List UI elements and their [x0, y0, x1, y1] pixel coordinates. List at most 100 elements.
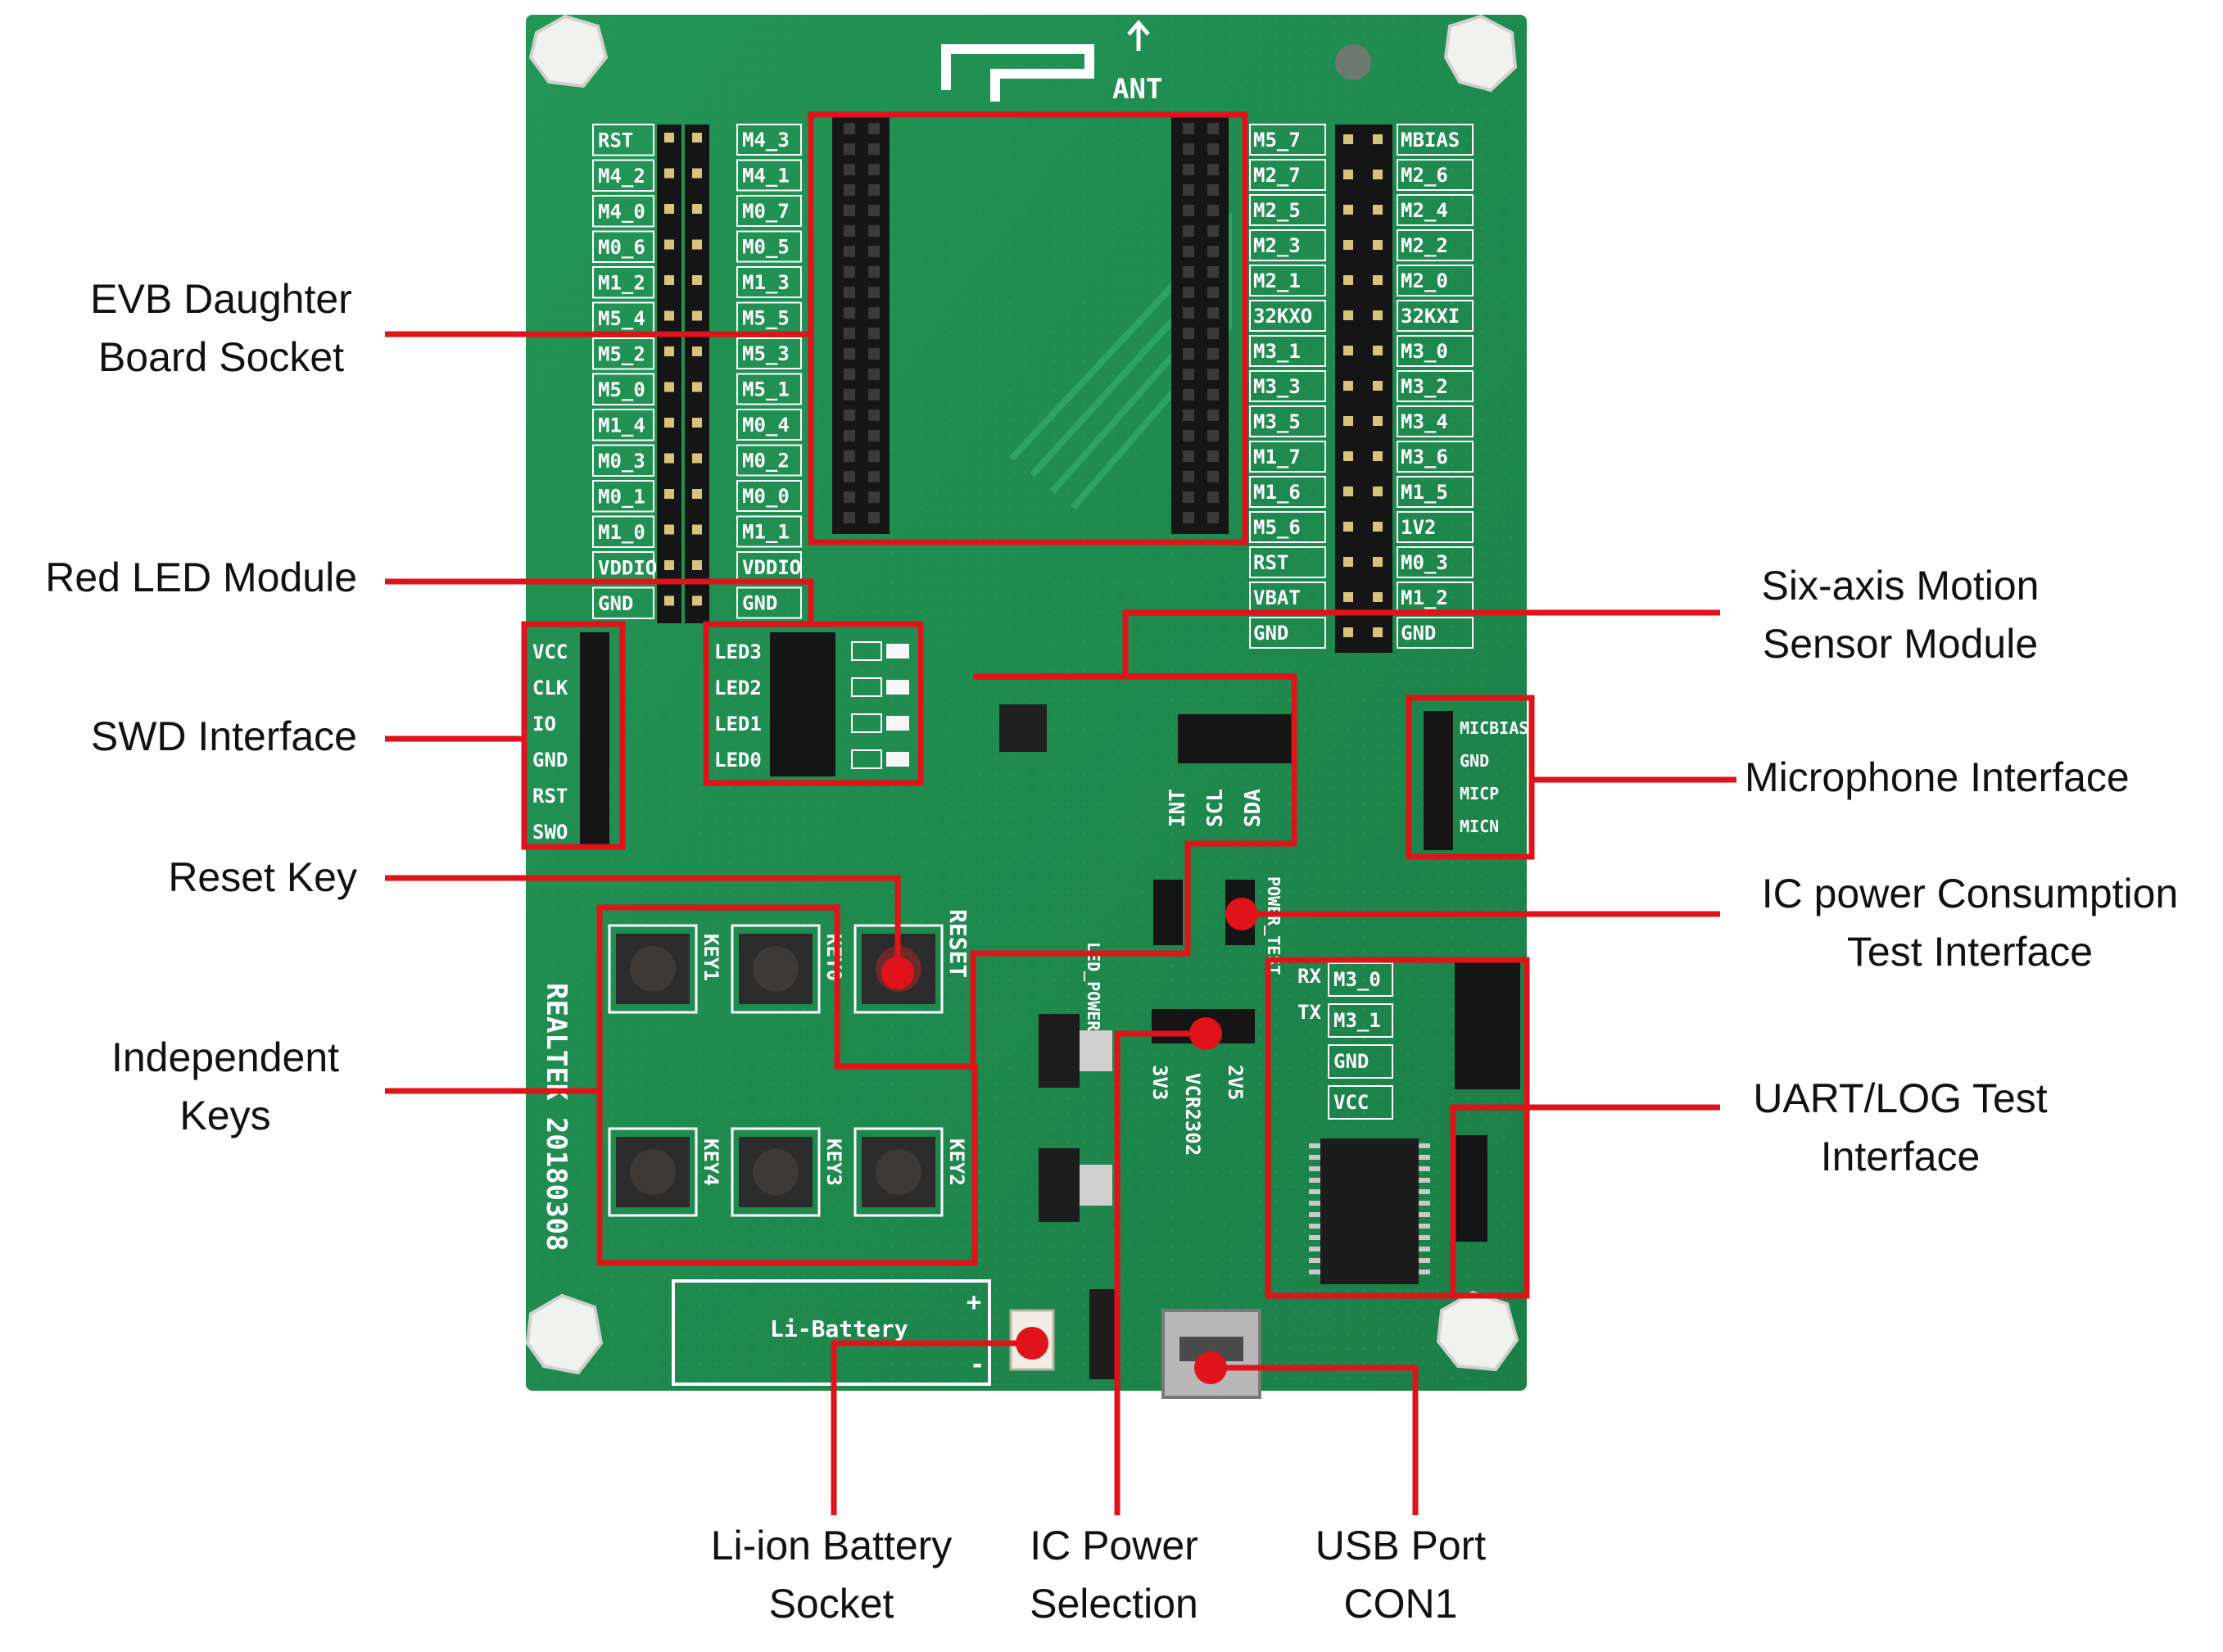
- right-header-b-box: [1397, 405, 1474, 437]
- label-ic-power-selection: IC Power Selection: [991, 1517, 1237, 1633]
- label-line: USB Port: [1315, 1523, 1487, 1568]
- sensor-header: [1178, 714, 1293, 763]
- socket-hole: [1183, 307, 1194, 319]
- battery-leader: [831, 1340, 1032, 1515]
- left-header-a-label: M0_1: [598, 486, 645, 509]
- label-reset-key: Reset Key: [66, 849, 357, 907]
- uart-box: [1265, 957, 1530, 1299]
- socket-hole: [1207, 123, 1219, 134]
- right-header-a-box: [1249, 405, 1326, 437]
- label-red-led-module: Red LED Module: [16, 549, 357, 607]
- antenna-arrow: [1127, 20, 1150, 51]
- socket-hole: [1207, 348, 1219, 360]
- left-header-a-pin: [664, 382, 674, 392]
- standoffs: [525, 14, 1519, 1375]
- socket-hole: [1183, 266, 1194, 278]
- uart-header-2: [1455, 1135, 1487, 1242]
- left-header-b-pin: [692, 168, 702, 179]
- label-line: CON1: [1343, 1581, 1458, 1627]
- right-header-b-box: [1397, 441, 1474, 473]
- socket-hole: [1183, 123, 1194, 134]
- socket-hole: [844, 287, 855, 298]
- sensor-box: [970, 673, 1297, 1066]
- right-header-b-box: [1397, 124, 1474, 156]
- label-line: Selection: [1030, 1581, 1198, 1627]
- right-header-b-label: M2_6: [1401, 164, 1448, 187]
- right-header-a-box: [1249, 124, 1326, 156]
- uart-pin-box: [1328, 1085, 1393, 1120]
- socket-hole: [1207, 328, 1219, 339]
- ldo-2-tab: [1080, 1165, 1112, 1206]
- right-header-a-label: RST: [1253, 551, 1288, 574]
- right-header-pin: [1343, 205, 1353, 215]
- socket-hole: [1207, 471, 1219, 482]
- right-header-b-box: [1397, 617, 1474, 649]
- socket-hole: [868, 389, 880, 401]
- right-header-b-label: M3_2: [1401, 375, 1448, 398]
- left-header-b-label: M5_5: [742, 307, 790, 330]
- left-header-a-box: [592, 124, 654, 156]
- left-header-a-box: [592, 480, 654, 513]
- socket-hole: [844, 410, 855, 421]
- power-select-dot: [1189, 1017, 1222, 1050]
- label-independent-keys: Independent Keys: [74, 1029, 377, 1145]
- uart-ic-pin: [1309, 1155, 1320, 1160]
- socket-hole: [1183, 430, 1194, 441]
- key4-outline: [608, 1127, 698, 1217]
- right-header-a-label: M2_3: [1253, 234, 1301, 257]
- left-header-b-label: GND: [742, 592, 777, 615]
- uart-pin-right-label: M3_1: [1333, 1009, 1381, 1032]
- uart-ic-pin: [1419, 1224, 1430, 1229]
- socket-hole: [1183, 287, 1194, 298]
- left-header-b-label: M4_3: [742, 129, 790, 152]
- socket-hole: [1183, 225, 1194, 237]
- left-header-a-pin: [664, 204, 674, 214]
- right-header-b-label: M0_3: [1401, 551, 1448, 574]
- socket-holes: [844, 123, 1219, 523]
- uart-ic-pin: [1419, 1189, 1430, 1194]
- right-header-a-label: M2_7: [1253, 164, 1301, 187]
- left-header-b-label: M1_1: [742, 521, 790, 544]
- uart-ic-pin: [1419, 1143, 1430, 1148]
- label-usb-port-con1: USB Port CON1: [1278, 1517, 1524, 1633]
- socket-hole: [844, 225, 855, 237]
- uart-ic-pin: [1419, 1235, 1430, 1240]
- battery-dot: [1016, 1327, 1048, 1360]
- uart-ic-pin: [1309, 1247, 1320, 1251]
- brand-text: REALTEK 20180308: [540, 983, 573, 1251]
- right-header-pin: [1373, 205, 1383, 215]
- key-silk-label: KEY2: [945, 1138, 968, 1186]
- socket-hole: [868, 205, 880, 216]
- socket-hole: [1207, 143, 1219, 155]
- right-header-pin: [1343, 416, 1353, 426]
- led-pin-label: LED2: [714, 677, 762, 699]
- uart-ic-pin: [1419, 1166, 1430, 1171]
- socket-hole: [1183, 205, 1194, 216]
- swd-pin-label: SWO: [532, 821, 568, 844]
- uart-ic-pin: [1309, 1143, 1320, 1148]
- socket-hole: [868, 512, 880, 523]
- battery-plus: +: [967, 1288, 981, 1317]
- right-header-b-label: M3_4: [1401, 410, 1448, 433]
- right-header-b-box: [1397, 511, 1474, 543]
- uart-ic-pin: [1419, 1178, 1430, 1183]
- socket-hole: [844, 164, 855, 175]
- left-header-b: [685, 124, 709, 623]
- right-header-b-label: GND: [1401, 622, 1436, 645]
- swd-pin-label: GND: [532, 749, 568, 772]
- label-line: Test Interface: [1846, 929, 2094, 975]
- usb-leader: [1211, 1365, 1419, 1515]
- socket-hole: [844, 246, 855, 257]
- left-header-a-pin: [664, 239, 674, 250]
- left-header-a-label: M4_0: [598, 201, 645, 224]
- left-header-a-pin: [664, 418, 674, 428]
- uart-pin-right-label: VCC: [1333, 1091, 1369, 1114]
- led-chip: [886, 752, 909, 767]
- socket-hole: [1207, 184, 1219, 196]
- key4-cap: [630, 1149, 676, 1195]
- uart-ic-pin: [1309, 1258, 1320, 1263]
- sensor-pin-label: SDA: [1241, 789, 1265, 827]
- right-header-a-label: M5_7: [1253, 129, 1301, 152]
- swd-pin-label: VCC: [532, 640, 568, 663]
